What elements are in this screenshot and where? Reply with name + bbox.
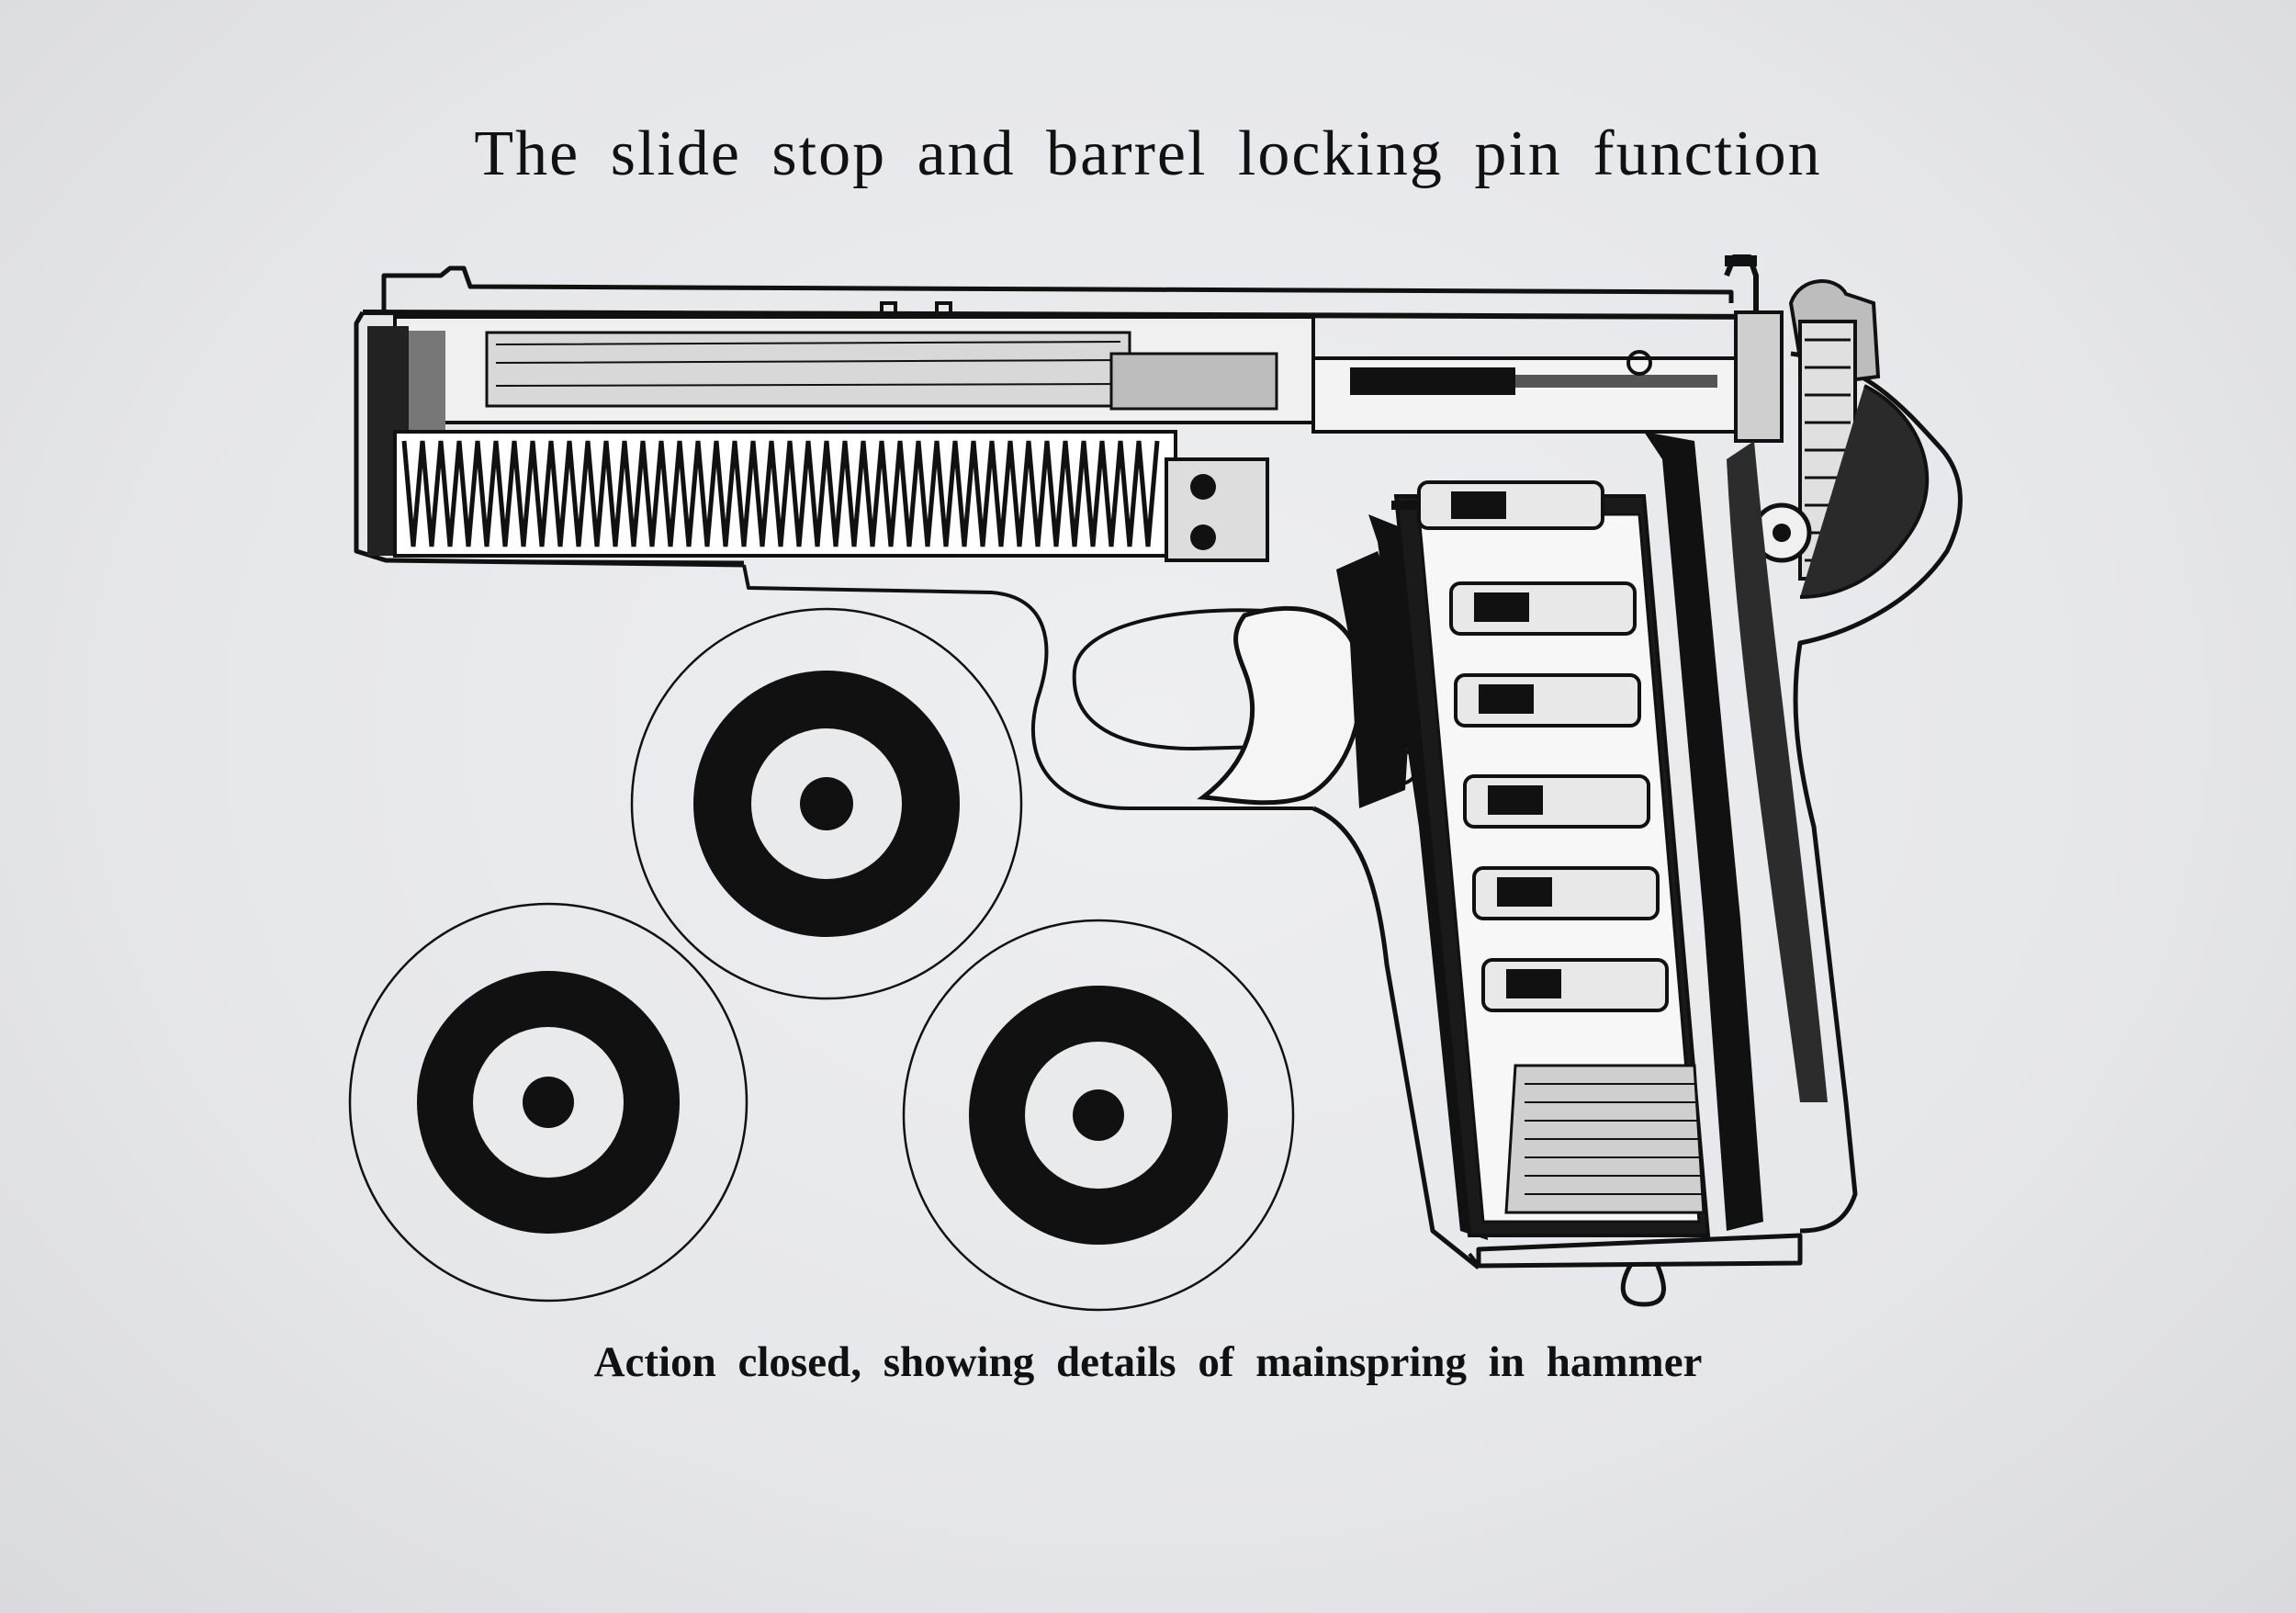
hammer-and-mainspring (1751, 279, 1930, 599)
cartridge (1463, 774, 1650, 829)
target-top (630, 607, 1023, 1000)
figure-title: The slide stop and barrel locking pin fu… (474, 118, 1822, 189)
target-bottom-left (348, 902, 748, 1303)
cartridge (1454, 673, 1641, 728)
figure-caption: Action closed, showing details of mainsp… (593, 1338, 1703, 1386)
cartridge (1449, 581, 1637, 636)
target-bottom-right (902, 919, 1295, 1312)
cartridges (1391, 480, 1669, 1012)
barrel-assembly (367, 301, 1315, 556)
recoil-spring (393, 430, 1269, 562)
cartridge (1472, 866, 1660, 920)
cartridge (1391, 480, 1604, 530)
spring-coils (401, 440, 1160, 547)
breech-and-firing-pin (1311, 310, 1784, 443)
cartridge (1481, 958, 1669, 1012)
pistol-outline (354, 254, 1963, 1307)
